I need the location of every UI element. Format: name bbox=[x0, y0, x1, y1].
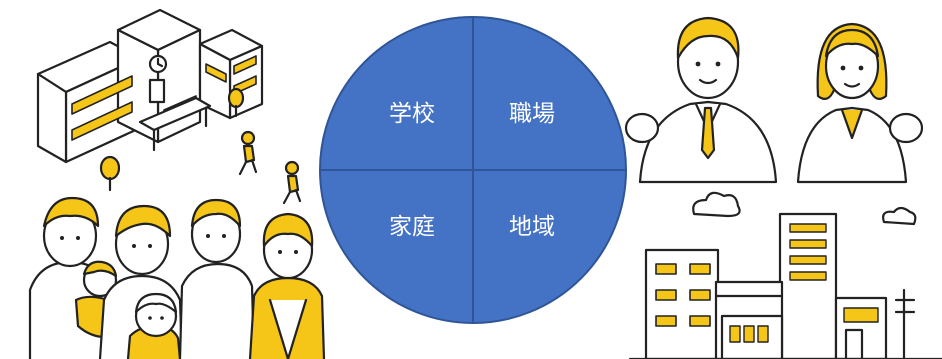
town-buildings-illustration bbox=[628, 191, 942, 359]
quadrant-label-workplace: 職場 bbox=[509, 101, 555, 127]
school-building-illustration bbox=[36, 8, 302, 205]
quadrant-label-school: 学校 bbox=[389, 101, 435, 127]
quadrant-label-home: 家庭 bbox=[389, 214, 435, 240]
family-illustration bbox=[28, 196, 326, 359]
business-people-illustration bbox=[624, 16, 924, 184]
quadrant-label-community: 地域 bbox=[509, 214, 555, 240]
quadrant-circle: 学校 職場 家庭 地域 bbox=[319, 16, 627, 324]
